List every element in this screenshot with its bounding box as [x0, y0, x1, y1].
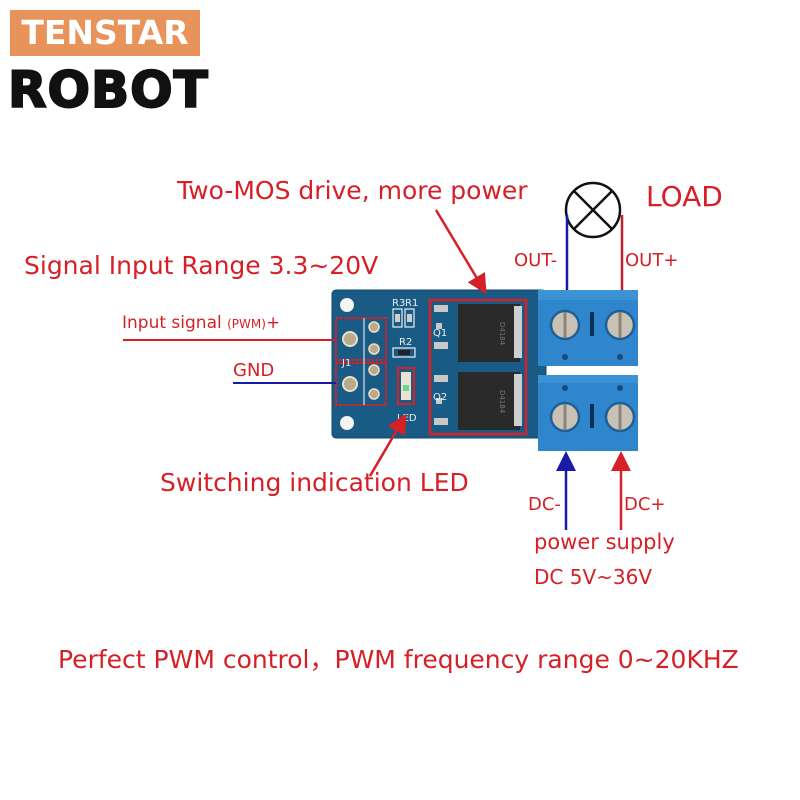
input-signal-plus: + — [265, 313, 281, 333]
mounting-hole — [340, 416, 354, 430]
output-terminal-block — [538, 290, 638, 366]
out-plus-label: OUT+ — [625, 250, 679, 271]
brand-logo-robot: ROBOT — [7, 60, 209, 120]
led-box — [397, 367, 415, 405]
silk-r3: R3 — [392, 298, 405, 309]
dc-plus-label: DC+ — [624, 494, 666, 515]
pwm-control-label: Perfect PWM control，PWM frequency range … — [58, 645, 739, 674]
out-minus-label: OUT- — [514, 250, 558, 271]
silk-r2: R2 — [399, 337, 412, 348]
mosfet-q1 — [434, 304, 522, 362]
load-lamp-icon — [564, 181, 622, 239]
silk-r1: R1 — [405, 298, 418, 309]
dc-range-label: DC 5V~36V — [534, 565, 653, 589]
mos-arrow — [434, 209, 487, 295]
led-indication-label: Switching indication LED — [160, 468, 469, 497]
pcb-board — [331, 289, 547, 439]
mosfet-q2-marking: D4184 — [498, 390, 506, 414]
input-signal-text: Input signal — [122, 313, 222, 333]
gnd-label: GND — [233, 360, 275, 381]
mosfet-box — [428, 298, 528, 436]
pin-gnd — [342, 376, 358, 392]
load-label: LOAD — [646, 180, 723, 213]
input-signal-pwm: (PWM) — [227, 317, 266, 331]
silk-j1: J1 — [341, 358, 351, 369]
mosfet-q1-marking: D4184 — [498, 322, 506, 346]
power-supply-label: power supply — [534, 530, 675, 554]
brand-logo-tenstar: TENSTAR — [10, 10, 200, 56]
mounting-hole — [340, 298, 354, 312]
led-arrow — [368, 413, 407, 477]
pin-signal — [342, 331, 358, 347]
dc-minus-label: DC- — [528, 494, 561, 515]
mosfet-q2 — [434, 372, 522, 430]
signal-range-label: Signal Input Range 3.3~20V — [24, 251, 379, 280]
two-mos-label: Two-MOS drive, more power — [177, 176, 528, 205]
silk-q1: Q1 — [433, 328, 447, 339]
silk-led: LED — [397, 413, 417, 424]
input-signal-label: Input signal (PWM)+ — [122, 313, 280, 333]
silk-q2: Q2 — [433, 392, 447, 403]
power-terminal-block — [538, 375, 638, 451]
